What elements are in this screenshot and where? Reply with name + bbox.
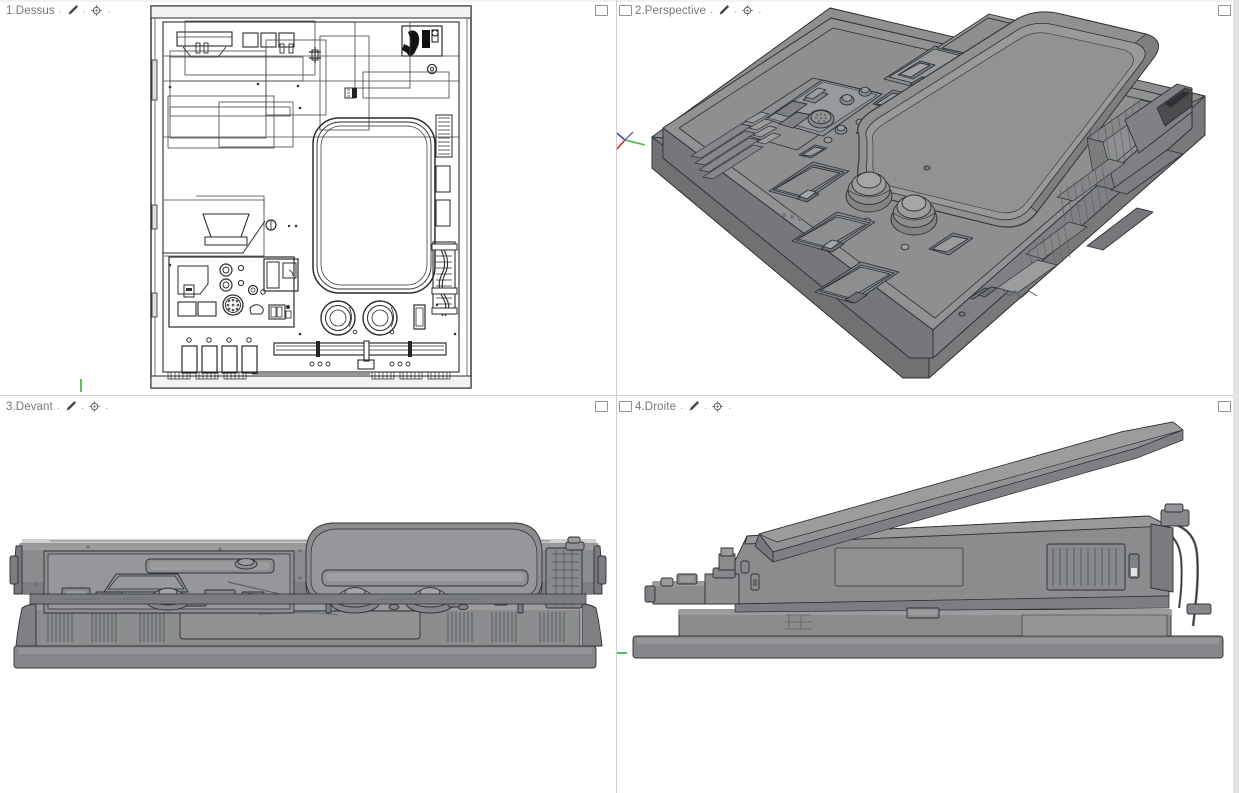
viewport-perspective-menu-dot[interactable]: . bbox=[709, 4, 714, 16]
target-icon[interactable] bbox=[741, 4, 754, 17]
viewport-perspective-label[interactable]: 2.Perspective bbox=[635, 4, 706, 17]
viewport-devant-menu-dot-2[interactable]: . bbox=[80, 400, 85, 412]
window-top-edge bbox=[0, 0, 1239, 2]
viewport-perspective-titlebar[interactable]: 2.Perspective . . . bbox=[635, 4, 762, 17]
viewport-droite-maximize-icon[interactable] bbox=[1218, 401, 1231, 412]
viewport-dessus-menu-dot[interactable]: . bbox=[58, 4, 62, 16]
viewport-perspective-menu-dot-3[interactable]: . bbox=[758, 4, 762, 16]
viewport-devant-menu-dot[interactable]: . bbox=[56, 400, 60, 412]
axis-gizmo bbox=[617, 118, 647, 162]
viewport-perspective-model[interactable] bbox=[617, 0, 1239, 396]
viewport-droite-menu-dot[interactable]: . bbox=[680, 400, 684, 412]
viewport-devant-model[interactable] bbox=[0, 396, 617, 793]
window-right-edge bbox=[1233, 0, 1239, 793]
viewport-dessus-menu-dot-3[interactable]: . bbox=[107, 4, 111, 16]
viewport-dessus-titlebar[interactable]: 1.Dessus . . . bbox=[6, 4, 111, 17]
viewport-devant-menu-dot-3[interactable]: . bbox=[105, 400, 109, 412]
viewport-perspective-maximize-icon[interactable] bbox=[1218, 5, 1231, 16]
viewport-vertical-divider[interactable] bbox=[616, 0, 617, 793]
viewport-droite-menu-dot-2[interactable]: . bbox=[704, 400, 708, 412]
viewport-dessus-menu-dot-2[interactable]: . bbox=[82, 4, 87, 16]
viewport-dessus-label[interactable]: 1.Dessus bbox=[6, 4, 55, 17]
viewport-droite-titlebar[interactable]: 4.Droite . . . bbox=[635, 400, 733, 413]
cplane-origin-tick bbox=[74, 379, 88, 393]
target-icon[interactable] bbox=[711, 400, 724, 413]
viewport-dessus-model[interactable] bbox=[0, 0, 617, 396]
viewport-perspective[interactable]: 2.Perspective . . . bbox=[617, 0, 1239, 396]
viewport-perspective-menu-dot-2[interactable]: . bbox=[734, 4, 738, 16]
pencil-icon[interactable] bbox=[687, 400, 700, 413]
target-icon[interactable] bbox=[88, 400, 101, 413]
target-icon[interactable] bbox=[90, 4, 103, 17]
viewport-perspective-tab-icon[interactable] bbox=[619, 5, 632, 16]
viewport-droite-model[interactable] bbox=[617, 396, 1239, 793]
viewport-horizontal-divider[interactable] bbox=[0, 395, 1239, 396]
viewport-droite-label[interactable]: 4.Droite bbox=[635, 400, 677, 413]
cplane-origin-tick bbox=[617, 648, 629, 658]
pencil-icon[interactable] bbox=[66, 4, 79, 17]
viewport-droite-tab-icon[interactable] bbox=[619, 401, 632, 412]
viewport-devant-maximize-icon[interactable] bbox=[595, 401, 608, 412]
viewport-droite[interactable]: 4.Droite . . . bbox=[617, 396, 1239, 793]
viewport-devant[interactable]: 3.Devant . . . bbox=[0, 396, 617, 793]
pencil-icon[interactable] bbox=[64, 400, 77, 413]
viewport-devant-label[interactable]: 3.Devant bbox=[6, 400, 53, 413]
viewport-dessus-maximize-icon[interactable] bbox=[595, 5, 608, 16]
pencil-icon[interactable] bbox=[717, 4, 730, 17]
viewport-devant-titlebar[interactable]: 3.Devant . . . bbox=[6, 400, 109, 413]
viewport-droite-menu-dot-3[interactable]: . bbox=[728, 400, 732, 412]
viewport-dessus[interactable]: 1.Dessus . . . bbox=[0, 0, 617, 396]
